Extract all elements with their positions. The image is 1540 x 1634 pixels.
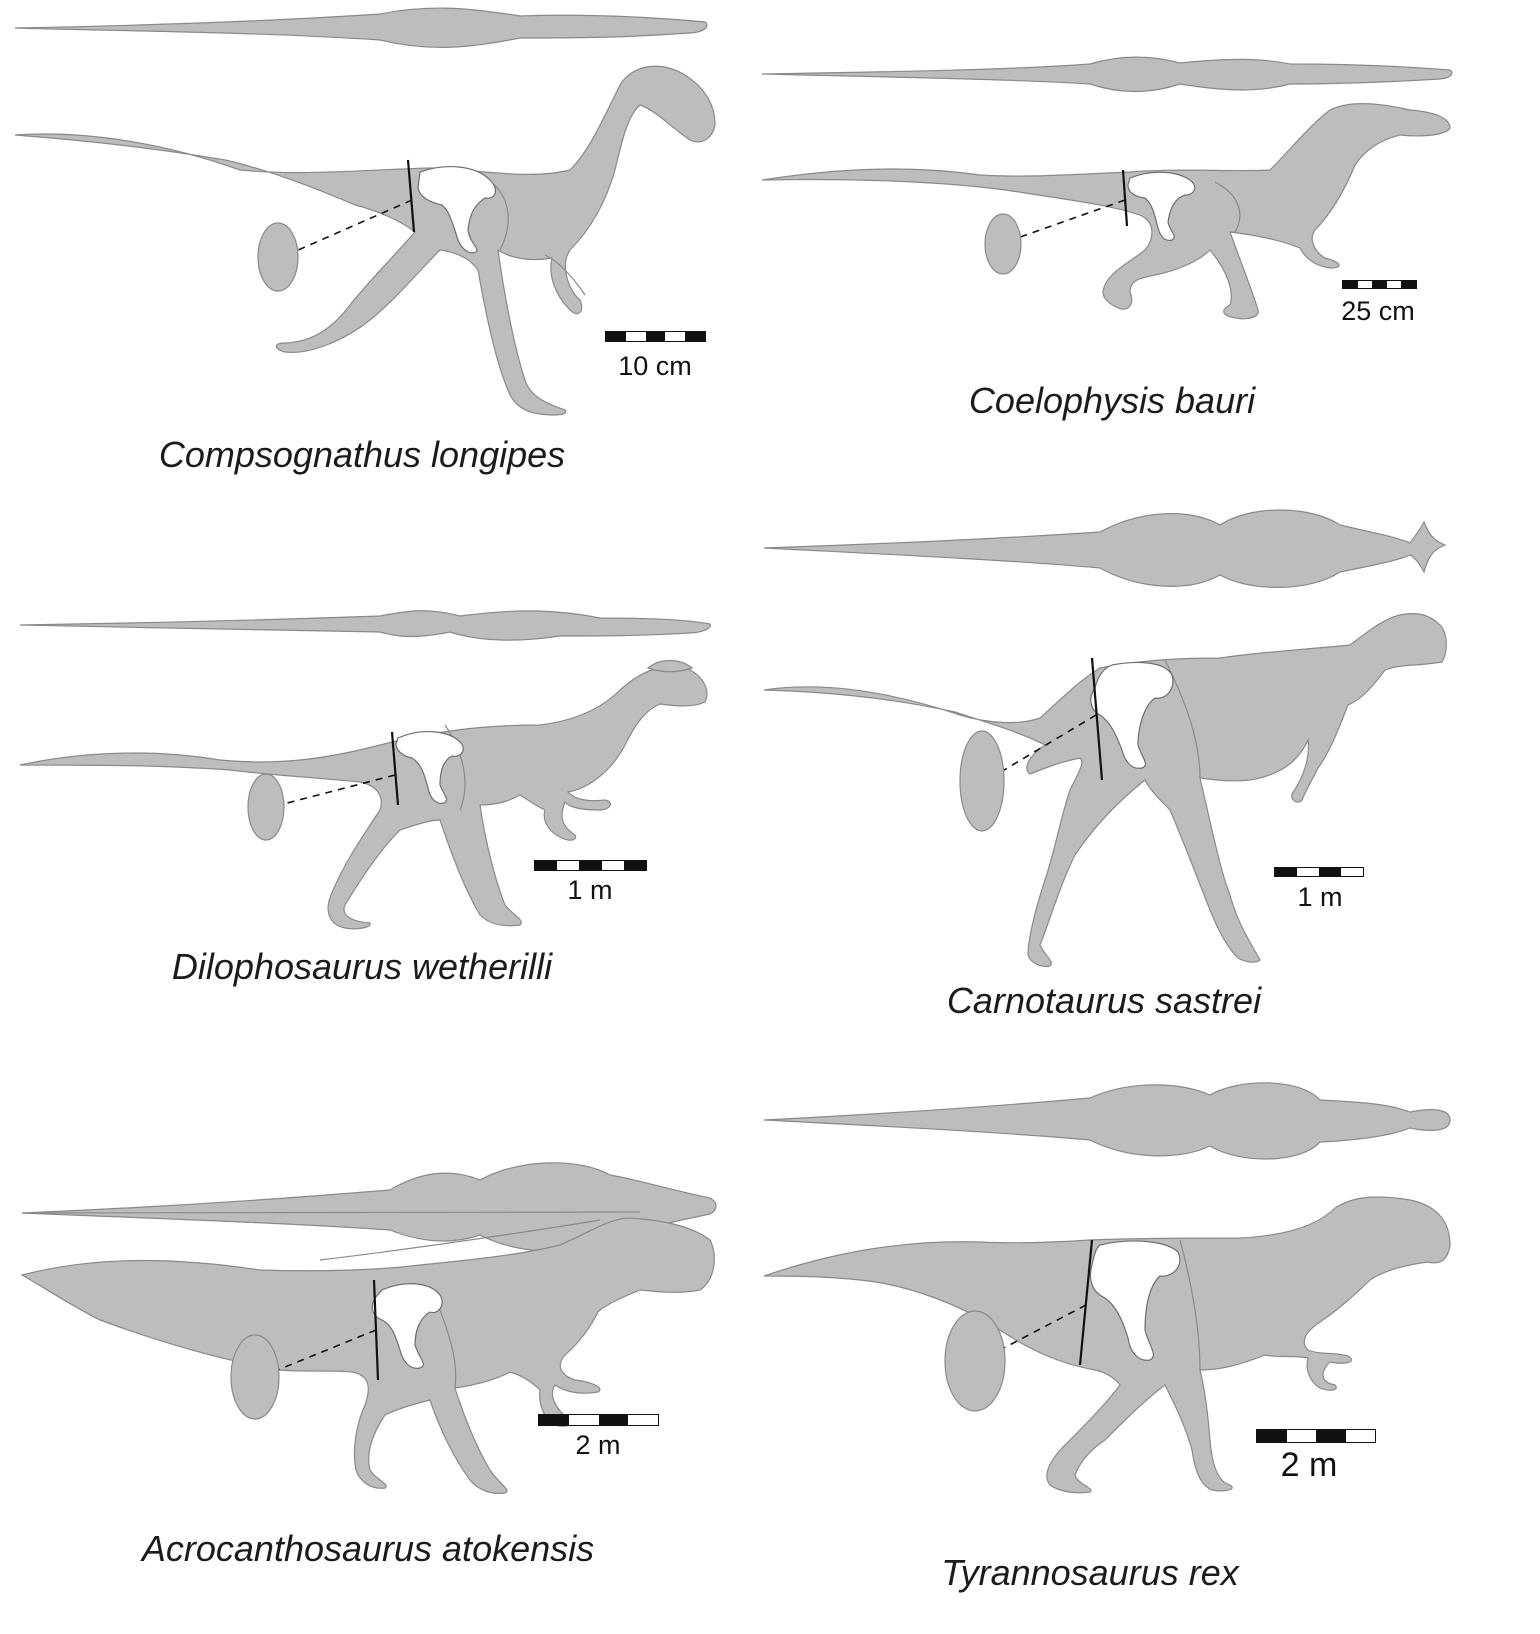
crest-icon [646,659,694,673]
cross-section [944,1310,1006,1412]
top-view [763,509,1447,588]
cross-section [247,773,285,841]
cross-section [959,730,1005,832]
scale-bar [534,860,647,871]
panel-dilophosaurus: 1 m Dilophosaurus wetherilli [0,520,760,1040]
scale-bar [538,1414,659,1426]
silhouette-coelophysis [761,56,1453,320]
cross-section [230,1334,280,1420]
top-view [763,1082,1451,1160]
species-name: Carnotaurus sastrei [946,980,1262,1021]
pelvis-icon [417,166,497,254]
top-view [761,56,1453,93]
pelvis-icon [395,731,464,804]
scale-bar [605,331,706,342]
body-side-view [19,665,708,930]
body-side-view [20,1217,715,1495]
species-name: Acrocanthosaurus atokensis [141,1528,595,1569]
pelvis-icon [1127,171,1196,241]
scale-label: 25 cm [1341,296,1415,326]
scale-label: 2 m [1280,1446,1338,1484]
pelvis-icon [1090,661,1174,769]
pelvis-icon [1089,1240,1181,1361]
species-name: Coelophysis bauri [968,380,1256,421]
species-name: Tyrannosaurus rex [941,1552,1239,1593]
cross-section [257,222,299,292]
top-view [14,7,708,48]
panel-compsognathus: 10 cm Compsognathus longipes [0,0,760,500]
panel-acrocanthosaurus: 2 m Acrocanthosaurus atokensis [0,1080,760,1634]
pelvis-icon [371,1283,443,1369]
silhouette-compsognathus [14,7,716,416]
scale-label: 1 m [567,875,613,905]
scale-label: 10 cm [618,351,692,381]
panel-carnotaurus: 1 m Carnotaurus sastrei [760,500,1540,1060]
body-side-view [14,65,716,416]
cross-section [984,213,1022,275]
scale-bar [1342,280,1417,289]
top-view [19,610,711,641]
silhouette-acrocanthosaurus [20,1162,717,1495]
scale-label: 2 m [575,1430,621,1460]
species-name: Compsognathus longipes [158,434,566,475]
body-side-view [763,613,1447,967]
silhouette-dilophosaurus [19,610,711,930]
species-name: Dilophosaurus wetherilli [171,946,553,987]
silhouette-carnotaurus [763,509,1447,967]
scale-bar [1256,1429,1376,1443]
scale-bar [1274,867,1364,877]
panel-tyrannosaurus: 2 m Tyrannosaurus rex [760,1080,1540,1634]
silhouette-tyrannosaurus [763,1082,1451,1494]
body-side-view [763,1196,1451,1494]
panel-coelophysis: 25 cm Coelophysis bauri [760,0,1540,440]
scale-label: 1 m [1297,882,1343,912]
body-side-view [761,103,1451,320]
